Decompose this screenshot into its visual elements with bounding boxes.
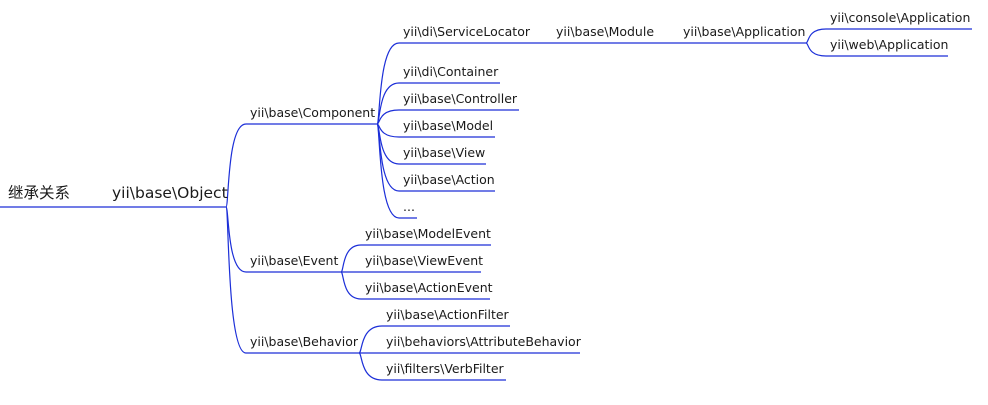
node-application: yii\base\Application bbox=[679, 24, 806, 44]
node-actionfilter: yii\base\ActionFilter bbox=[382, 307, 510, 327]
node-label-actionevent: yii\base\ActionEvent bbox=[365, 280, 493, 295]
edge-application-consoleapp bbox=[805, 28, 827, 44]
node-controller: yii\base\Controller bbox=[399, 91, 519, 111]
node-modelevent: yii\base\ModelEvent bbox=[361, 226, 491, 246]
node-label-attributebehavior: yii\behaviors\AttributeBehavior bbox=[386, 334, 582, 349]
edge-object-component bbox=[225, 123, 247, 208]
node-label-ellipsis: ... bbox=[403, 199, 415, 214]
edge-component-model bbox=[376, 123, 400, 138]
node-label-object: yii\base\Object bbox=[112, 184, 228, 202]
node-verbfilter: yii\filters\VerbFilter bbox=[382, 361, 506, 381]
node-module: yii\base\Module bbox=[552, 24, 657, 44]
node-label-controller: yii\base\Controller bbox=[403, 91, 518, 106]
node-view: yii\base\View bbox=[399, 145, 486, 165]
edge-behavior-verbfilter bbox=[358, 352, 383, 381]
node-container: yii\di\Container bbox=[399, 64, 500, 84]
node-label-container: yii\di\Container bbox=[403, 64, 499, 79]
node-label-component: yii\base\Component bbox=[250, 105, 375, 120]
node-label-webapp: yii\web\Application bbox=[830, 37, 948, 52]
node-event: yii\base\Event bbox=[246, 253, 341, 273]
edge-event-actionevent bbox=[340, 271, 362, 300]
edges-layer bbox=[86, 28, 827, 381]
edge-behavior-actionfilter bbox=[358, 325, 383, 354]
node-label-event: yii\base\Event bbox=[250, 253, 338, 268]
node-component: yii\base\Component bbox=[246, 105, 377, 125]
edge-object-behavior bbox=[225, 206, 247, 354]
node-label-root: 继承关系 bbox=[8, 184, 70, 202]
node-label-viewevent: yii\base\ViewEvent bbox=[365, 253, 483, 268]
node-label-behavior: yii\base\Behavior bbox=[250, 334, 359, 349]
node-action: yii\base\Action bbox=[399, 172, 495, 192]
node-label-application: yii\base\Application bbox=[683, 24, 805, 39]
node-label-model: yii\base\Model bbox=[403, 118, 493, 133]
node-root: 继承关系 bbox=[0, 184, 86, 208]
node-label-verbfilter: yii\filters\VerbFilter bbox=[386, 361, 505, 376]
node-label-modelevent: yii\base\ModelEvent bbox=[365, 226, 491, 241]
node-ellipsis: ... bbox=[399, 199, 417, 219]
node-object: yii\base\Object bbox=[108, 184, 228, 208]
node-model: yii\base\Model bbox=[399, 118, 495, 138]
node-attributebehavior: yii\behaviors\AttributeBehavior bbox=[382, 334, 582, 354]
node-label-action: yii\base\Action bbox=[403, 172, 495, 187]
node-label-view: yii\base\View bbox=[403, 145, 485, 160]
node-actionevent: yii\base\ActionEvent bbox=[361, 280, 493, 300]
nodes-layer: 继承关系 yii\base\Object yii\base\Component yii… bbox=[0, 10, 972, 381]
node-servicelocator: yii\di\ServiceLocator bbox=[399, 24, 531, 44]
node-label-actionfilter: yii\base\ActionFilter bbox=[386, 307, 510, 322]
edge-component-ellipsis bbox=[376, 123, 400, 219]
node-webapp: yii\web\Application bbox=[826, 37, 948, 57]
node-viewevent: yii\base\ViewEvent bbox=[361, 253, 483, 273]
node-label-servicelocator: yii\di\ServiceLocator bbox=[403, 24, 531, 39]
edge-application-webapp bbox=[805, 42, 827, 57]
node-label-module: yii\base\Module bbox=[556, 24, 654, 39]
node-label-consoleapp: yii\console\Application bbox=[830, 10, 970, 25]
edge-event-modelevent bbox=[340, 244, 362, 273]
node-consoleapp: yii\console\Application bbox=[826, 10, 972, 30]
node-behavior: yii\base\Behavior bbox=[246, 334, 359, 354]
